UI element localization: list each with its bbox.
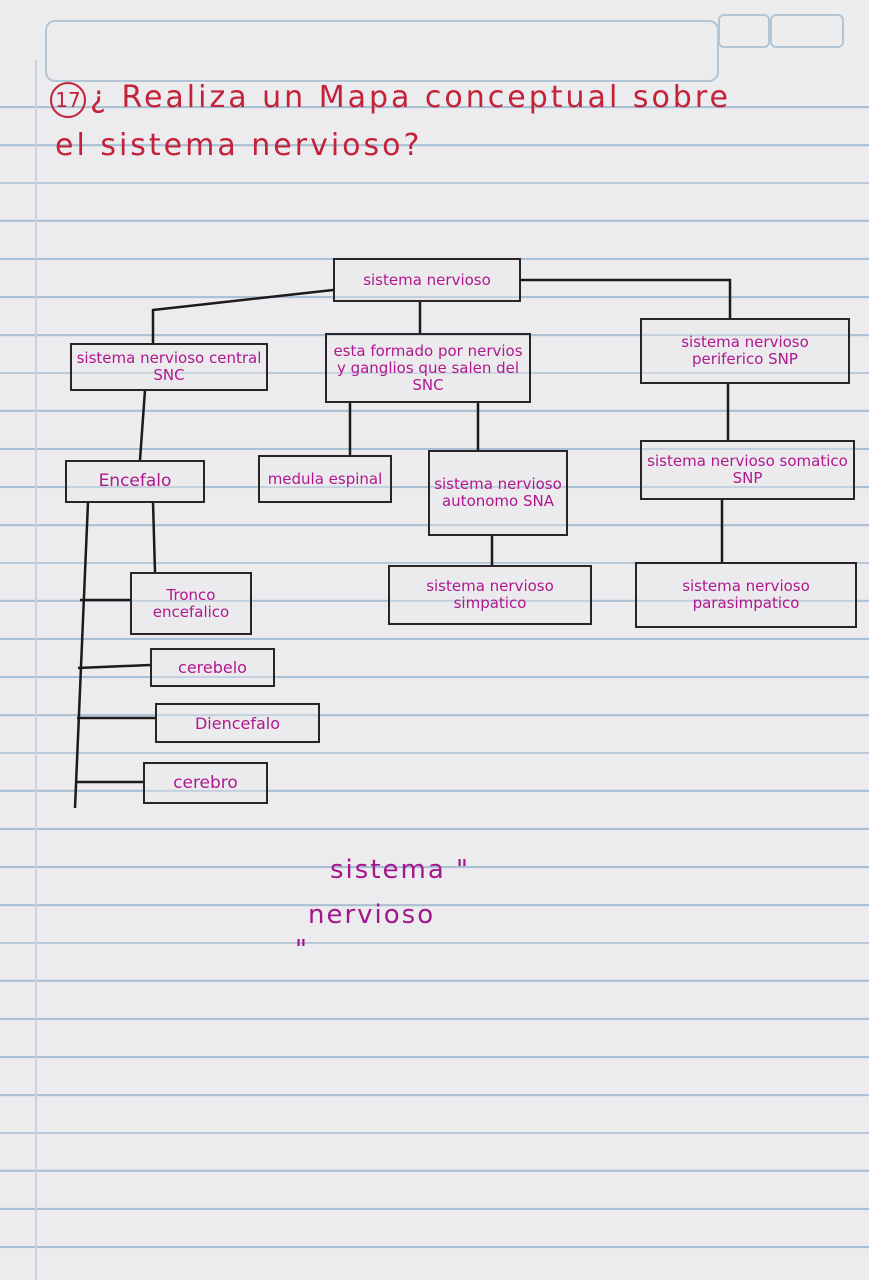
node-encefalo: Encefalo — [65, 460, 205, 503]
node-formado: esta formado por nervios y ganglios que … — [325, 333, 531, 403]
footer-line-1: sistema " — [330, 855, 470, 885]
question-line-1: 17¿ Realiza un Mapa conceptual sobre — [50, 80, 731, 118]
node-parasimpatico: sistema nervioso parasimpatico — [635, 562, 857, 628]
node-somatico: sistema nervioso somatico SNP — [640, 440, 855, 500]
node-simpatico: sistema nervioso simpatico — [388, 565, 592, 625]
page-top — [0, 0, 869, 60]
question-number: 17 — [50, 82, 86, 118]
footer-line-2: nervioso — [308, 900, 436, 930]
node-sistema-nervioso: sistema nervioso — [333, 258, 521, 302]
node-medula-espinal: medula espinal — [258, 455, 392, 503]
date-field-2 — [770, 14, 844, 48]
question-line-2: el sistema nervioso? — [55, 128, 423, 163]
date-field — [718, 14, 770, 48]
margin-line — [35, 60, 37, 1280]
node-cerebelo: cerebelo — [150, 648, 275, 687]
header-field — [45, 20, 719, 82]
node-sna: sistema nervioso autonomo SNA — [428, 450, 568, 536]
node-snc: sistema nervioso central SNC — [70, 343, 268, 391]
question-text-1: ¿ Realiza un Mapa conceptual sobre — [90, 80, 731, 115]
node-tronco-encefalico: Tronco encefalico — [130, 572, 252, 635]
node-cerebro: cerebro — [143, 762, 268, 804]
footer-line-3: " — [295, 935, 309, 965]
node-snp: sistema nervioso periferico SNP — [640, 318, 850, 384]
node-diencefalo: Diencefalo — [155, 703, 320, 743]
